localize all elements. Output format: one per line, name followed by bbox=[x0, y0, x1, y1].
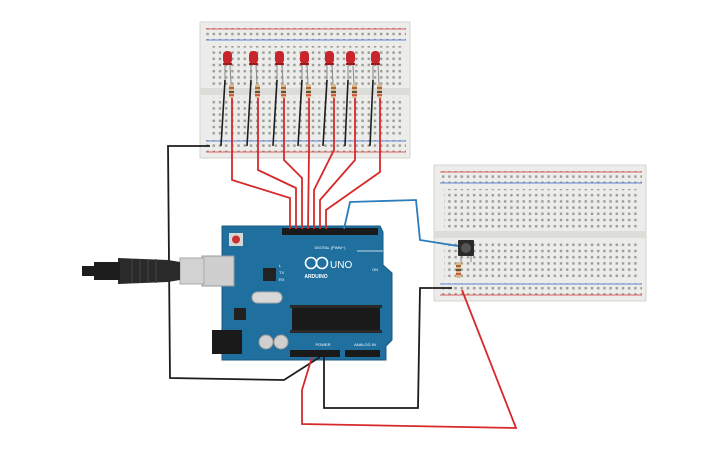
resistor-2 bbox=[255, 84, 260, 98]
breadboard-left-top-rail bbox=[206, 28, 406, 40]
ground-wire-leds[interactable] bbox=[167, 145, 321, 381]
button-signal-wire[interactable] bbox=[343, 199, 459, 247]
atmega-chip bbox=[292, 308, 380, 330]
resistor-7 bbox=[377, 84, 382, 98]
breadboard-right-lower-grid bbox=[444, 240, 638, 280]
resistor-5 bbox=[331, 84, 336, 98]
breadboard-right-upper-grid bbox=[444, 189, 638, 229]
led-2[interactable] bbox=[249, 51, 260, 98]
usb-port bbox=[201, 255, 235, 287]
digital-label: DIGITAL (PWM~) bbox=[315, 245, 347, 250]
led-ground-leads bbox=[220, 79, 374, 147]
resistor-4 bbox=[306, 84, 311, 98]
analog-header[interactable] bbox=[345, 350, 380, 357]
ground-wire-button[interactable] bbox=[323, 287, 452, 409]
breadboard-right[interactable] bbox=[433, 164, 647, 302]
led-1[interactable] bbox=[223, 51, 234, 98]
led-7[interactable] bbox=[371, 51, 382, 98]
power-header[interactable] bbox=[290, 350, 340, 357]
breadboard-right-top-rail bbox=[440, 171, 642, 183]
usb-cable-end bbox=[82, 266, 96, 276]
pulldown-resistor bbox=[456, 262, 461, 278]
led-signal-wires[interactable] bbox=[231, 98, 381, 230]
analog-label: ANALOG IN bbox=[354, 342, 376, 347]
breadboard-right-channel bbox=[434, 231, 646, 238]
resistor-3 bbox=[281, 84, 286, 98]
on-label: ON bbox=[372, 267, 378, 272]
breadboard-left-lower-grid bbox=[210, 97, 402, 137]
usb-strain-relief bbox=[94, 262, 120, 280]
led-array[interactable] bbox=[223, 51, 382, 98]
breadboard-left[interactable] bbox=[199, 21, 411, 159]
capacitor-1 bbox=[258, 334, 274, 350]
arduino-board bbox=[221, 225, 393, 361]
led-label-tx: TX bbox=[279, 270, 284, 275]
led-4[interactable] bbox=[300, 51, 311, 98]
crystal bbox=[251, 291, 283, 304]
breadboard-right-bottom-rail bbox=[440, 283, 642, 295]
arduino-uno[interactable]: ARDUINO UNO DIGITAL (PWM~) POWER ANALOG … bbox=[201, 225, 393, 361]
led-label-rx: RX bbox=[279, 277, 285, 282]
resistor-1 bbox=[229, 84, 234, 98]
arduino-model: UNO bbox=[330, 260, 352, 271]
led-6[interactable] bbox=[346, 51, 357, 98]
regulator bbox=[234, 308, 246, 320]
breadboard-left-channel bbox=[200, 88, 410, 95]
arduino-brand: ARDUINO bbox=[304, 274, 327, 280]
resistor-6 bbox=[352, 84, 357, 98]
usb-connector-metal bbox=[179, 257, 205, 285]
arduino-logo-icon bbox=[304, 256, 329, 270]
power-label: POWER bbox=[315, 342, 330, 347]
led-5[interactable] bbox=[325, 51, 336, 98]
capacitor-2 bbox=[273, 334, 289, 350]
usb-chip bbox=[263, 268, 276, 281]
breadboard-left-bottom-rail bbox=[206, 140, 406, 152]
usb-cable[interactable] bbox=[82, 257, 205, 285]
usb-plug bbox=[118, 258, 180, 284]
power-wire-5v[interactable] bbox=[301, 289, 518, 429]
led-label-l: L bbox=[279, 263, 282, 268]
led-3[interactable] bbox=[275, 51, 286, 98]
digital-header[interactable] bbox=[282, 228, 378, 235]
pushbutton[interactable] bbox=[458, 240, 474, 262]
power-jack bbox=[212, 330, 242, 354]
